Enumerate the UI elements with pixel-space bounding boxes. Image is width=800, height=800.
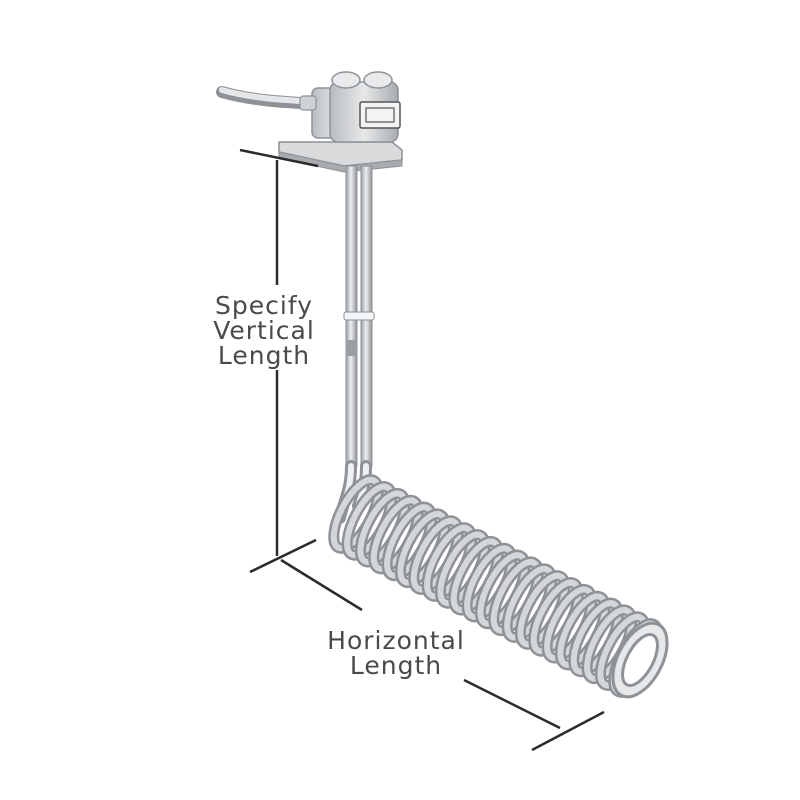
horizontal-dimension (280, 558, 605, 752)
vertical-length-label: Specify Vertical Length (196, 293, 332, 368)
horizontal-label-line-2: Length (349, 651, 443, 680)
coil-end (611, 621, 669, 699)
vertical-dimension-top-tick (239, 148, 319, 168)
terminal-housing (299, 71, 401, 143)
vertical-dimension (239, 148, 319, 574)
horizontal-dimension-line-left (280, 558, 363, 612)
horizontal-dimension-end-tick (531, 710, 605, 752)
mounting-bracket (278, 141, 403, 173)
horizontal-label-line-1: Horizontal (327, 626, 465, 655)
horizontal-length-label: Horizontal Length (306, 628, 486, 678)
vertical-dimension-bottom-tick (249, 538, 317, 574)
vertical-label-line-1: Specify (215, 291, 313, 320)
vertical-tubes (334, 165, 375, 524)
vertical-label-line-2: Vertical (213, 316, 315, 345)
horizontal-dimension-line-right (463, 678, 561, 730)
vertical-label-line-3: Length (217, 341, 311, 370)
